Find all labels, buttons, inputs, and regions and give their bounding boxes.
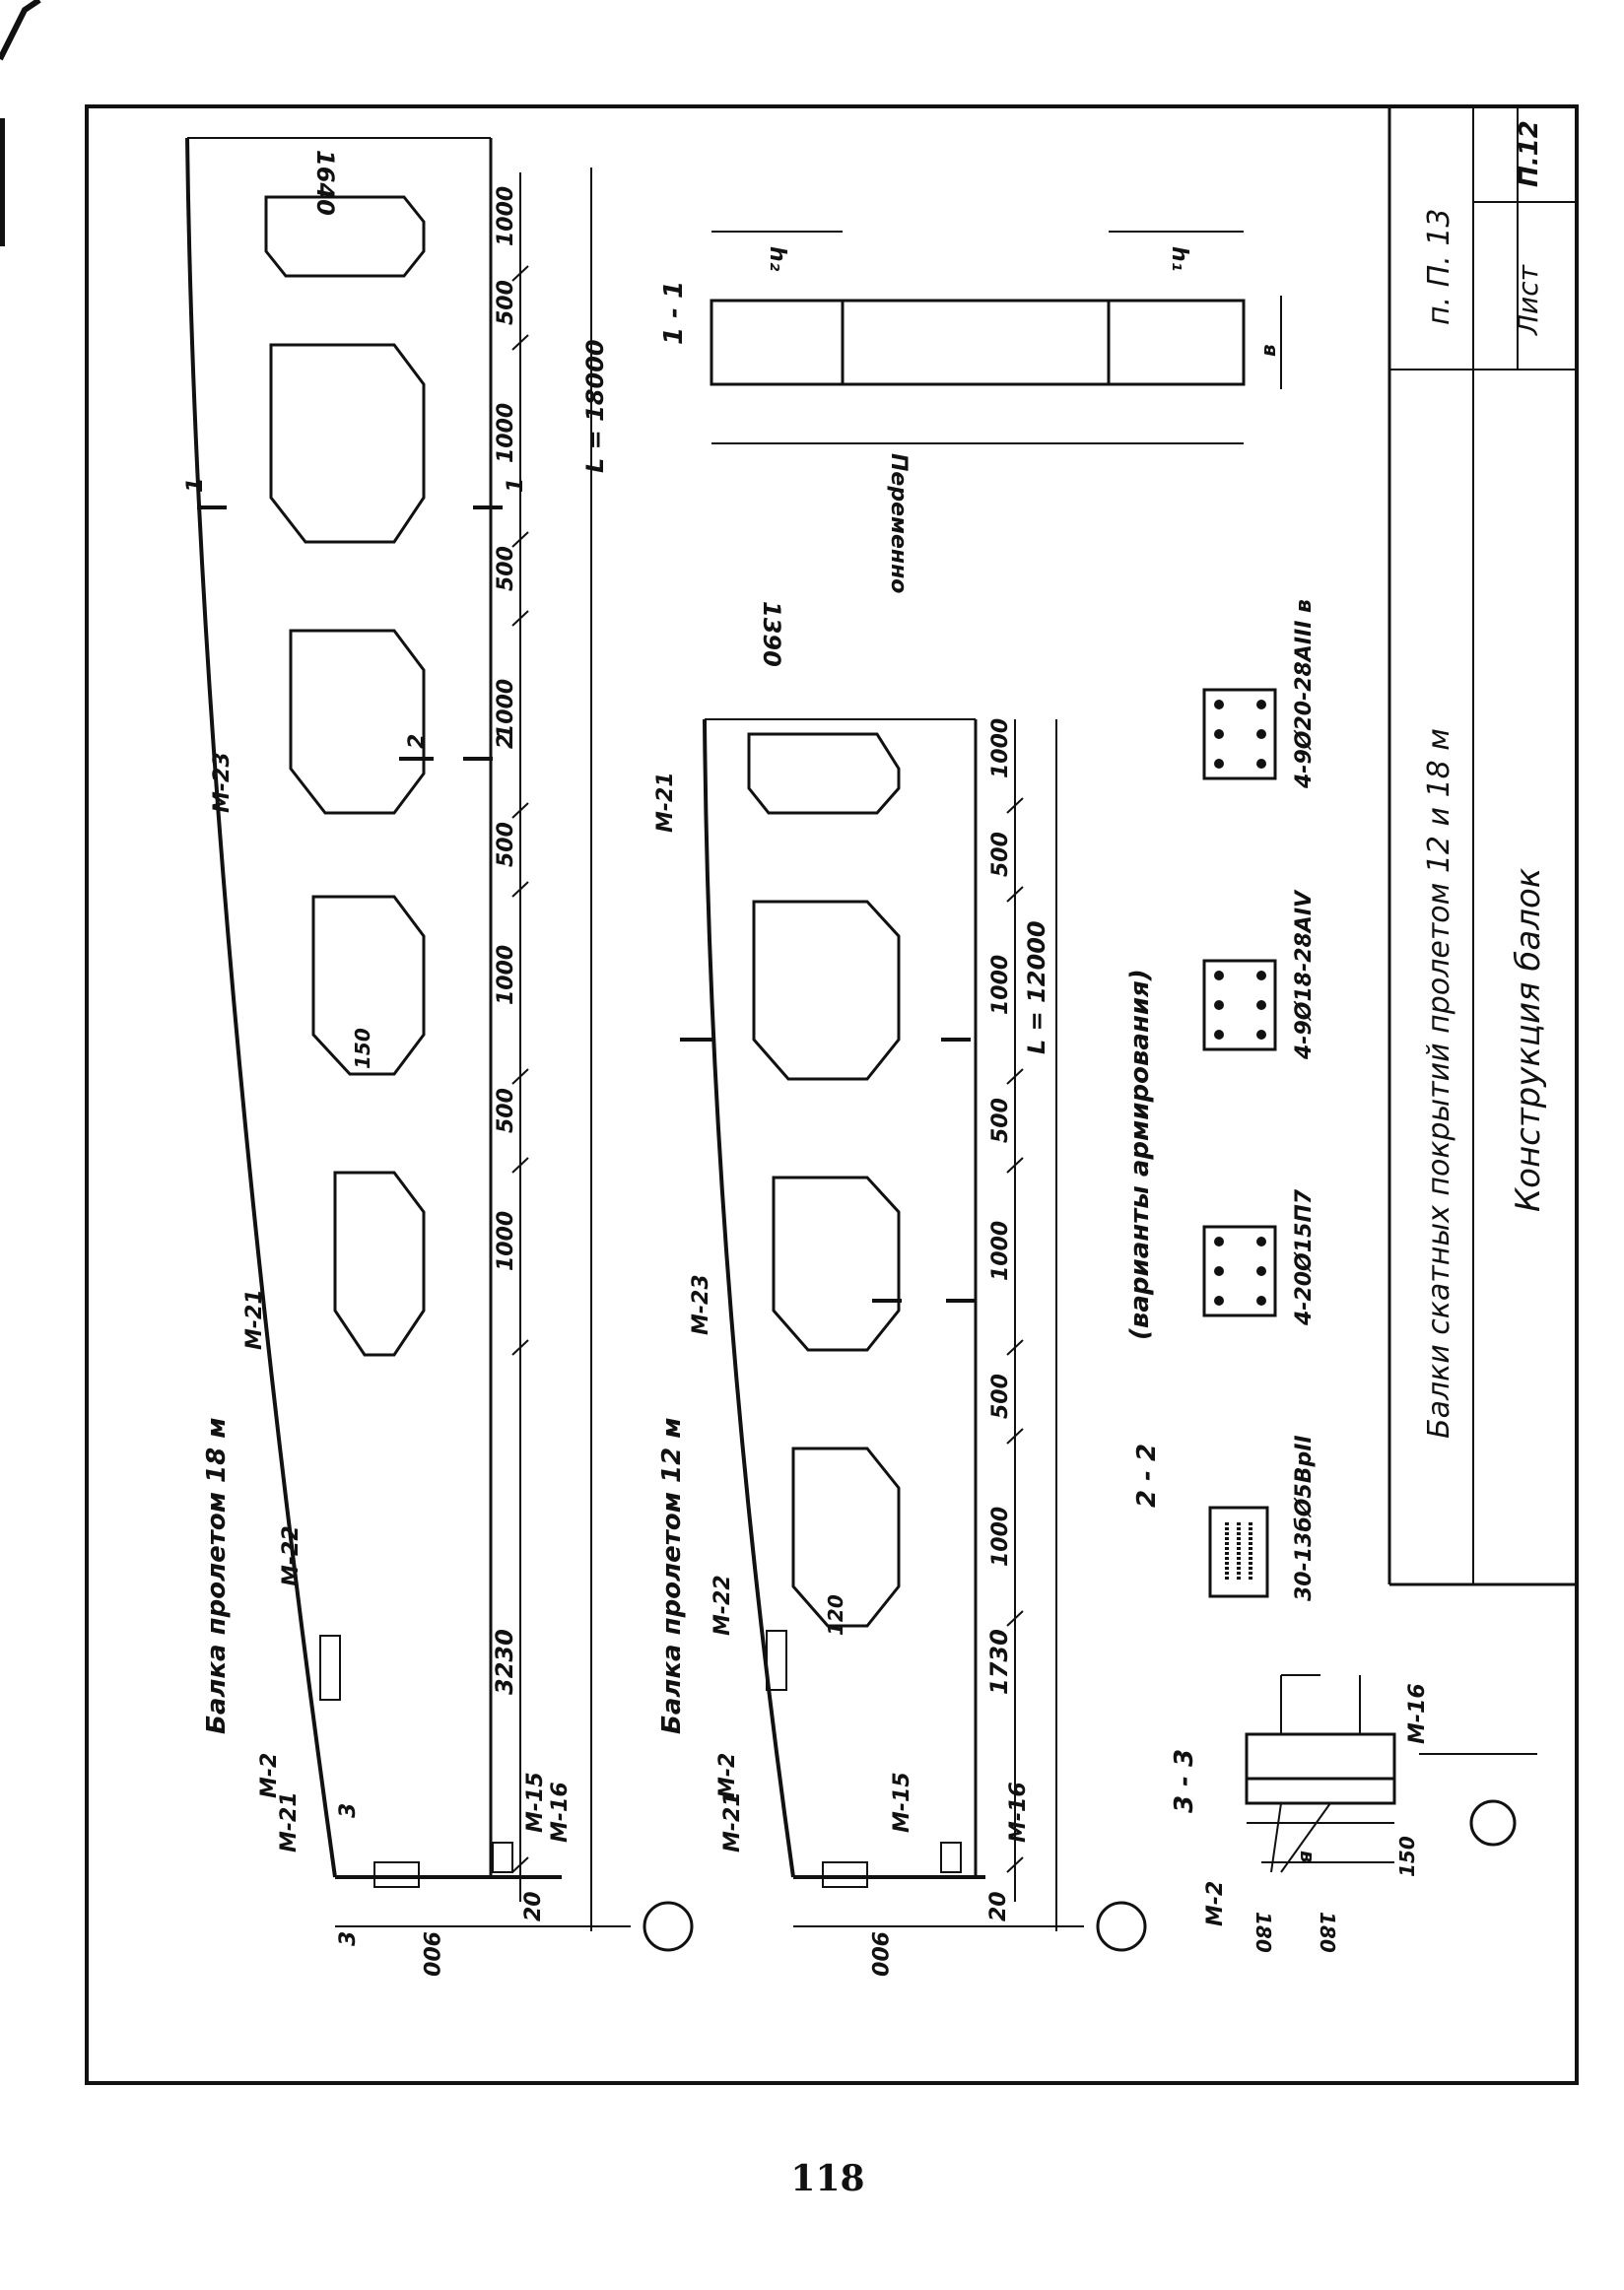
mark: М-16 <box>1006 1782 1031 1843</box>
dim-500: 500 <box>494 546 518 591</box>
dim-b: в <box>1296 1851 1320 1863</box>
variable-label: Переменно <box>886 453 911 593</box>
dim-150: 150 <box>1395 1836 1419 1877</box>
section-1-1 <box>710 231 1282 444</box>
beam-18m-labels: Балка пролетом 18 м L = 18000 1640 3230 … <box>183 150 609 1977</box>
doc-code: п. П. 13 <box>1422 209 1456 326</box>
dim-1000: 1000 <box>494 186 518 246</box>
dim-h1: h₁ <box>1167 246 1191 271</box>
section-3-3 <box>1245 1674 1537 1873</box>
dim-180: 180 <box>1316 1912 1339 1953</box>
sheet-frame <box>85 104 1579 2085</box>
title-block: Балки скатных покрытий пролетом 12 и 18 … <box>1422 120 1548 1439</box>
dim-1000: 1000 <box>988 1507 1013 1567</box>
drawing-title: Балки скатных покрытий пролетом 12 и 18 … <box>1422 728 1456 1439</box>
dim-20: 20 <box>521 1891 546 1921</box>
dim-900: 900 <box>866 1931 891 1977</box>
mark: М-15 <box>523 1772 548 1833</box>
section-caption: (варианты армирования) <box>1125 969 1155 1340</box>
dim-1000: 1000 <box>494 945 518 1005</box>
mark: М-16 <box>1405 1683 1430 1744</box>
mark: М-15 <box>890 1772 914 1833</box>
section-label: 2 - 2 <box>1132 1444 1162 1508</box>
dim-1000: 1000 <box>494 679 518 739</box>
page-number: 118 <box>790 2158 865 2199</box>
mark: М-21 <box>242 1289 267 1350</box>
section-mark: 1 <box>183 478 208 493</box>
dim-20: 20 <box>986 1891 1011 1921</box>
drawing-subtitle: Конструкция балок <box>1509 867 1548 1212</box>
mark: М-2 <box>1203 1881 1228 1926</box>
variant-label: 30-13бØ5ВрII <box>1292 1435 1317 1601</box>
dim-3230: 3230 <box>491 1629 518 1695</box>
beam-18m-span: L = 18000 <box>581 339 609 473</box>
dim-500: 500 <box>494 280 518 325</box>
mark: М-2 <box>257 1753 282 1798</box>
dim-1730: 1730 <box>985 1629 1013 1695</box>
beam-18m <box>185 137 694 1952</box>
section-1-1-labels: 1 - 1 h₂ h₁ в Переменно <box>659 246 1280 593</box>
dim-500: 500 <box>494 1088 518 1133</box>
mark: М-16 <box>548 1782 573 1843</box>
beam-18m-title: Балка пролетом 18 м <box>202 1418 232 1734</box>
dim-1000: 1000 <box>494 403 518 463</box>
dim-900: 900 <box>418 1931 442 1977</box>
variant-label: 4-20Ø15П7 <box>1292 1188 1317 1326</box>
dim-1000: 1000 <box>988 718 1013 778</box>
dim-180: 180 <box>1252 1912 1275 1953</box>
dim-chamfer: 120 <box>824 1594 847 1636</box>
section-mark: 2 <box>405 734 430 749</box>
dim-1000: 1000 <box>494 1211 518 1271</box>
sheet-label: Лист <box>1512 264 1544 336</box>
dim-b: в <box>1256 344 1280 357</box>
dim-1000: 1000 <box>988 955 1013 1015</box>
beam-12m <box>680 718 1147 1952</box>
dim-1000: 1000 <box>988 1221 1013 1281</box>
variant-label: 4-9Ø18-28АIV <box>1292 889 1317 1060</box>
section-mark: 1 <box>504 478 528 493</box>
beam-12m-title: Балка пролетом 12 м <box>657 1418 687 1734</box>
section-3-3-labels: 3 - 3 М-2 М-16 180 180 150 в <box>1170 1683 1430 1952</box>
dim-500: 500 <box>494 822 518 867</box>
mark: М-21 <box>720 1791 745 1852</box>
beam-12m-span: L = 12000 <box>1023 920 1050 1054</box>
section-mark: 3 <box>336 1931 361 1946</box>
beam-12m-height: 1390 <box>758 601 785 667</box>
beam-12m-labels: Балка пролетом 12 м L = 12000 1390 1730 … <box>653 601 1050 1977</box>
variant-label: 4-9Ø20-28АIII в <box>1292 599 1317 789</box>
mark: М-21 <box>277 1791 302 1852</box>
mark: М-23 <box>210 752 235 813</box>
section-2-2 <box>1202 688 1277 1598</box>
beam-18m-height: 1640 <box>311 150 339 216</box>
mark: М-22 <box>279 1525 304 1586</box>
mark: М-23 <box>689 1274 713 1335</box>
dim-500: 500 <box>988 1374 1013 1419</box>
dim-chamfer: 150 <box>351 1028 374 1069</box>
mark: М-22 <box>710 1575 735 1636</box>
section-2-2-bars <box>1214 700 1266 1306</box>
section-label: 1 - 1 <box>659 281 689 345</box>
section-2-2-labels: 2 - 2 (варианты армирования) 30-13бØ5ВрI… <box>1125 599 1317 1601</box>
dim-500: 500 <box>988 1098 1013 1143</box>
section-label: 3 - 3 <box>1170 1749 1199 1813</box>
dim-h2: h₂ <box>765 246 789 272</box>
sheet-number: П.12 <box>1515 120 1544 187</box>
mark: М-2 <box>715 1753 740 1798</box>
section-mark: 2 <box>494 734 518 749</box>
mark: М-21 <box>653 772 678 833</box>
dim-500: 500 <box>988 832 1013 877</box>
section-mark: 3 <box>336 1803 361 1818</box>
